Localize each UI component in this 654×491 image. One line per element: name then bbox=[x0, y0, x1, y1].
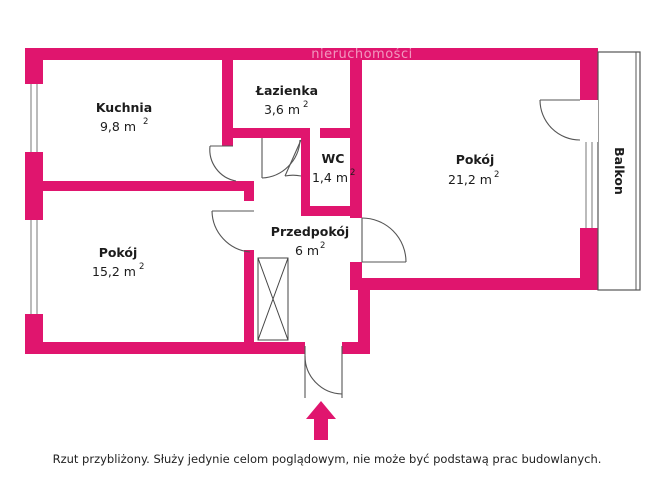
room-area-exponent: 2 bbox=[320, 241, 325, 251]
room-area: 3,6 m bbox=[264, 102, 300, 117]
wall-bath-bottom bbox=[222, 128, 302, 138]
wall-right-upper bbox=[580, 48, 598, 100]
wall-step-vertical bbox=[358, 278, 370, 354]
room-area: 6 m bbox=[295, 243, 319, 258]
wall-wc-bottom bbox=[301, 206, 359, 216]
door-balcony bbox=[539, 99, 598, 142]
disclaimer-note: Rzut przybliżony. Służy jedynie celom po… bbox=[52, 452, 602, 466]
room-wc: WC 1,4 m 2 bbox=[312, 151, 355, 185]
wall-kitchen-bath bbox=[222, 48, 233, 138]
door-bathroom bbox=[261, 138, 301, 179]
door-kitchen bbox=[209, 145, 237, 182]
room-name: Łazienka bbox=[255, 83, 318, 98]
balcony: Balkon bbox=[597, 51, 641, 291]
entrance-arrow-icon bbox=[306, 401, 336, 440]
watermark: nieruchomości bbox=[311, 47, 412, 62]
doors bbox=[209, 99, 598, 398]
room-area-exponent: 2 bbox=[494, 170, 499, 180]
wall-wc-left bbox=[301, 128, 310, 216]
wardrobe bbox=[257, 257, 289, 341]
wall-kitchen-room bbox=[25, 181, 253, 191]
room-area-exponent: 2 bbox=[139, 262, 144, 272]
door-wc bbox=[284, 139, 302, 177]
wall-corridor-room bbox=[350, 262, 362, 290]
door-big-room bbox=[350, 217, 407, 263]
windows bbox=[25, 84, 598, 314]
wall-right-lower bbox=[580, 228, 598, 290]
room-area-exponent: 2 bbox=[143, 117, 148, 127]
wall-bath-room bbox=[350, 48, 362, 218]
room-area-exponent: 2 bbox=[350, 168, 355, 178]
wall-bottom-left bbox=[25, 342, 305, 354]
balcony-outline bbox=[597, 51, 641, 291]
room-przedpokoj: Przedpokój 6 m 2 bbox=[271, 224, 349, 258]
room-pokoj-big: Pokój 21,2 m 2 bbox=[448, 152, 499, 187]
room-lazienka: Łazienka 3,6 m 2 bbox=[255, 83, 318, 117]
room-name: Kuchnia bbox=[96, 100, 152, 115]
wall-bath-bottom-right bbox=[320, 128, 360, 138]
room-name: Przedpokój bbox=[271, 224, 349, 239]
room-area: 21,2 m bbox=[448, 172, 492, 187]
room-area: 1,4 m bbox=[312, 170, 348, 185]
window-kitchen bbox=[25, 84, 43, 152]
wall-top bbox=[25, 48, 598, 60]
wall-corridor-left bbox=[244, 181, 254, 201]
window-small-room bbox=[25, 220, 43, 314]
door-small-room bbox=[211, 201, 254, 253]
room-pokoj-small: Pokój 15,2 m 2 bbox=[92, 245, 144, 279]
wall-kitchen-door-stub bbox=[222, 138, 233, 146]
door-entrance bbox=[304, 346, 343, 398]
room-name: Pokój bbox=[99, 245, 138, 260]
room-area: 9,8 m bbox=[100, 119, 136, 134]
room-area: 15,2 m bbox=[92, 264, 136, 279]
room-kuchnia: Kuchnia 9,8 m 2 bbox=[96, 100, 152, 134]
wall-corridor-left-lower bbox=[244, 250, 254, 354]
room-area-exponent: 2 bbox=[303, 100, 308, 110]
room-name: Pokój bbox=[456, 152, 495, 167]
room-name: WC bbox=[322, 151, 345, 166]
balcony-label: Balkon bbox=[612, 147, 627, 195]
wall-step-horizontal bbox=[358, 278, 596, 290]
window-big-room bbox=[580, 142, 598, 228]
